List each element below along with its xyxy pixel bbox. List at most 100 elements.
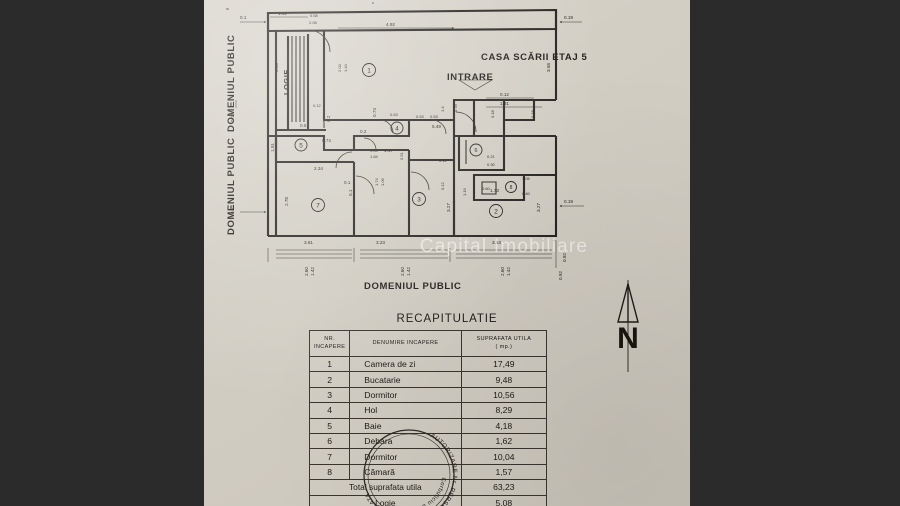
svg-text:0.78: 0.78 — [453, 103, 458, 112]
dimension-right: 3.58 0.18 0.18 3.27 3.27 0.19 0.92 — [446, 63, 584, 262]
svg-text:0.21: 0.21 — [487, 154, 496, 159]
svg-text:0.19: 0.19 — [564, 199, 573, 204]
room-marker-5: 5 — [294, 138, 308, 152]
svg-text:0.92: 0.92 — [558, 271, 563, 280]
svg-text:3.61: 3.61 — [304, 240, 313, 245]
svg-text:0.52: 0.52 — [230, 205, 235, 214]
dimension-entrance: 0.12 1.31 — [486, 92, 542, 108]
svg-text:0.1: 0.1 — [348, 189, 353, 196]
svg-text:0.74: 0.74 — [322, 138, 331, 143]
cell-denumire-incapere: Bucatarie — [349, 371, 462, 388]
room-marker-6: 6 — [475, 148, 478, 154]
svg-text:0.2: 0.2 — [326, 115, 331, 122]
svg-text:1.73: 1.73 — [490, 188, 499, 193]
svg-text:1.06: 1.06 — [380, 177, 385, 186]
cell-total-area: 63,23 — [460, 479, 548, 496]
cell-denumire-incapere: Camera de zi — [349, 355, 462, 373]
scan-speck — [226, 8, 229, 10]
label-domeniul-public-lower-left: DOMENIUL PUBLIC — [226, 137, 237, 236]
svg-text:1.31: 1.31 — [500, 101, 509, 106]
cell-denumire-incapere: Dormitor — [349, 386, 462, 404]
svg-text:0.92: 0.92 — [562, 253, 567, 262]
svg-text:4: 4 — [395, 125, 399, 132]
svg-text:0.1: 0.1 — [240, 15, 247, 20]
header-nr-incapere: NR. INCAPERE — [308, 330, 351, 357]
cell-suprafata-utila: 17,49 — [460, 355, 548, 373]
dimension-top: 0.1 1.42 0.58 2.08 4.92 0.19 — [240, 11, 582, 30]
svg-text:4.92: 4.92 — [386, 22, 395, 27]
svg-text:0.51: 0.51 — [399, 151, 404, 160]
svg-text:0.5: 0.5 — [300, 123, 307, 128]
cell-suprafata-utila: 10,56 — [460, 386, 548, 404]
cell-total-area: 5,08 — [460, 494, 548, 506]
svg-text:0.53: 0.53 — [430, 114, 439, 119]
svg-text:1.84: 1.84 — [370, 154, 379, 159]
svg-text:2.60: 2.60 — [500, 267, 505, 276]
svg-text:0.2: 0.2 — [360, 129, 367, 134]
label-casa-scarii: CASA SCĂRII ETAJ 5 — [481, 52, 588, 63]
svg-text:1.42: 1.42 — [506, 267, 511, 276]
room-marker-2: 2 — [489, 204, 503, 218]
svg-text:1.42: 1.42 — [406, 267, 411, 276]
svg-text:2.60: 2.60 — [400, 267, 405, 276]
cell-nr-incapere: 2 — [308, 371, 351, 388]
cell-suprafata-utila: 10,04 — [460, 448, 548, 465]
dimension-interior: 0.5 0.2 0.74 0.2 0.74 0.63 0.53 0.53 5.4… — [289, 103, 531, 196]
table-header: NR. INCAPERE DENUMIRE INCAPERE SUPRAFATA… — [308, 330, 548, 357]
svg-text:0.18: 0.18 — [530, 109, 535, 118]
header-nr-line2: INCAPERE — [313, 343, 346, 350]
compass-north-letter: N — [617, 322, 639, 355]
svg-text:0.19: 0.19 — [564, 15, 573, 20]
cell-nr-incapere: 3 — [308, 386, 351, 404]
svg-text:1.05: 1.05 — [522, 176, 531, 181]
svg-text:0.12: 0.12 — [313, 103, 322, 108]
cell-denumire-incapere: Dormitor — [349, 448, 462, 465]
header-denumire-incapere: DENUMIRE INCAPERE — [349, 330, 462, 357]
svg-text:0.12: 0.12 — [439, 158, 448, 163]
cell-suprafata-utila: 8,29 — [460, 402, 548, 419]
svg-text:7: 7 — [316, 202, 320, 209]
svg-text:0.58: 0.58 — [310, 13, 319, 18]
cell-suprafata-utila: 4,18 — [460, 417, 548, 434]
svg-text:1.17: 1.17 — [384, 148, 393, 153]
cell-nr-incapere: 7 — [308, 448, 351, 465]
svg-text:3.58: 3.58 — [274, 63, 279, 72]
label-intrare: INTRARE — [447, 72, 494, 83]
cell-total-label: Total suprafata utila — [309, 479, 462, 496]
cell-suprafata-utila: 9,48 — [460, 371, 548, 388]
cell-denumire-incapere: Debara — [349, 432, 462, 450]
svg-text:6: 6 — [475, 148, 478, 154]
svg-text:2.08: 2.08 — [309, 20, 318, 25]
svg-text:1: 1 — [367, 67, 371, 74]
room-marker-8: 8 — [510, 185, 513, 191]
svg-text:0.40: 0.40 — [522, 191, 531, 196]
label-logie: LOGIE — [282, 69, 291, 95]
svg-text:0.18: 0.18 — [490, 109, 495, 118]
svg-text:5: 5 — [299, 142, 303, 149]
room-marker-3: 3 — [412, 192, 426, 206]
header-area-line2: ( mp.) — [495, 343, 513, 350]
svg-text:0.30: 0.30 — [487, 162, 496, 167]
dimension-bottom: 3.61 3.23 3.53 2.60 1.42 2.60 1.42 — [267, 240, 563, 280]
room-marker-7: 7 — [311, 198, 325, 212]
svg-text:0.53: 0.53 — [416, 114, 425, 119]
cell-nr-incapere: 4 — [308, 402, 351, 419]
svg-text:0.12: 0.12 — [440, 181, 445, 190]
entrance-marker — [458, 79, 494, 91]
svg-text:0.60: 0.60 — [482, 186, 491, 191]
cell-suprafata-utila: 1,57 — [460, 463, 548, 481]
svg-text:2.78: 2.78 — [284, 197, 289, 206]
compass-north-indicator: N — [606, 278, 650, 374]
scan-speck — [372, 2, 374, 4]
label-domeniul-public-bottom: DOMENIUL PUBLIC — [364, 281, 462, 292]
